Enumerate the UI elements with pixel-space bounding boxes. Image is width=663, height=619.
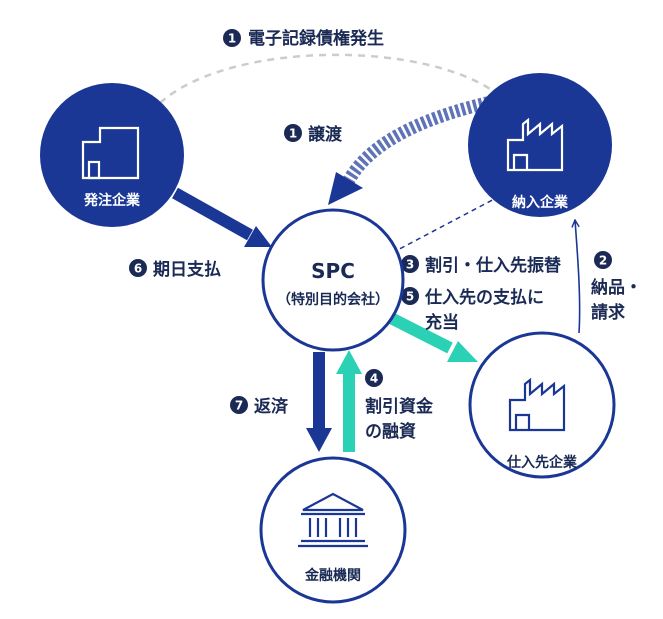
payment-arrow-shaft [172,187,253,241]
bank-icon [298,492,368,548]
step-number-badge [365,369,383,387]
issuance-dashed-arc [159,53,501,104]
step-text-line-2: の融資 [365,422,416,442]
step-number: 3 [406,258,414,272]
step-number: 4 [370,372,378,386]
discount-dashed-arrow [390,195,501,254]
node-label: 発注企業 [83,192,141,209]
step-5-label: 5 仕入先の支払に 充当 [401,287,544,333]
spc-subtitle: （特別目的会社） [277,291,389,308]
node-label: 金融機関 [304,567,361,584]
office-building-icon [81,126,140,180]
step-number: 1 [289,127,297,141]
step-7-label: 7 返済 [230,396,289,417]
step-text: 電子記録債権発生 [248,28,384,49]
delivery-invoice-arrow [575,220,581,334]
step-number-badge [284,124,302,142]
transfer-dotted-arrow [342,93,502,186]
step-number-badge [129,259,147,277]
step-4-label: 4 割引資金 の融資 [365,369,434,442]
step-number-badge [401,255,419,273]
supplier-payment-arrow-shaft [382,309,453,354]
step-text: 期日支払 [153,259,221,280]
step-number: 5 [406,290,414,304]
factory-icon [506,117,564,172]
step-2-label: 2 納品・ 請求 [591,251,642,323]
step-text-line-1: 納品・ [591,277,642,298]
step-text: 譲渡 [308,124,343,145]
step-number: 6 [134,262,142,276]
transfer-arrowhead [328,172,363,205]
step-text: 返済 [254,396,289,417]
node-supplier-company: 仕入先企業 [468,331,616,479]
step-number: 7 [235,399,243,413]
step-number: 2 [599,254,607,268]
step-number: 1 [228,32,236,46]
step-1-issuance-label: 1 電子記録債権発生 [223,28,384,49]
step-3-label: 3 割引・仕入先振替 [401,255,562,276]
step-6-label: 6 期日支払 [129,259,221,280]
repayment-arrowhead [306,428,332,452]
loan-arrowhead [336,350,362,374]
payment-arrowhead [244,226,272,247]
spc-title: SPC [311,259,355,283]
node-label: 仕入先企業 [506,454,578,471]
step-text-line-1: 割引資金 [365,396,434,417]
node-spc: SPC （特別目的会社） [261,208,405,352]
factory-icon [508,377,566,432]
step-text: 割引・仕入先振替 [425,255,562,276]
supplier-payment-arrowhead [447,341,478,362]
node-ordering-company: 発注企業 [40,83,184,227]
step-number-badge [594,251,612,269]
step-number-badge [223,29,241,47]
node-delivering-company: 納入企業 [468,73,612,217]
step-number-badge [401,287,419,305]
node-label: 納入企業 [512,194,569,211]
node-financial-institution: 金融機関 [259,456,407,604]
step-text-line-2: 充当 [425,312,459,333]
step-text-line-1: 仕入先の支払に [424,287,544,308]
step-text-line-2: 請求 [591,302,625,323]
step-1-transfer-label: 1 譲渡 [284,124,343,145]
step-number-badge [230,396,248,414]
